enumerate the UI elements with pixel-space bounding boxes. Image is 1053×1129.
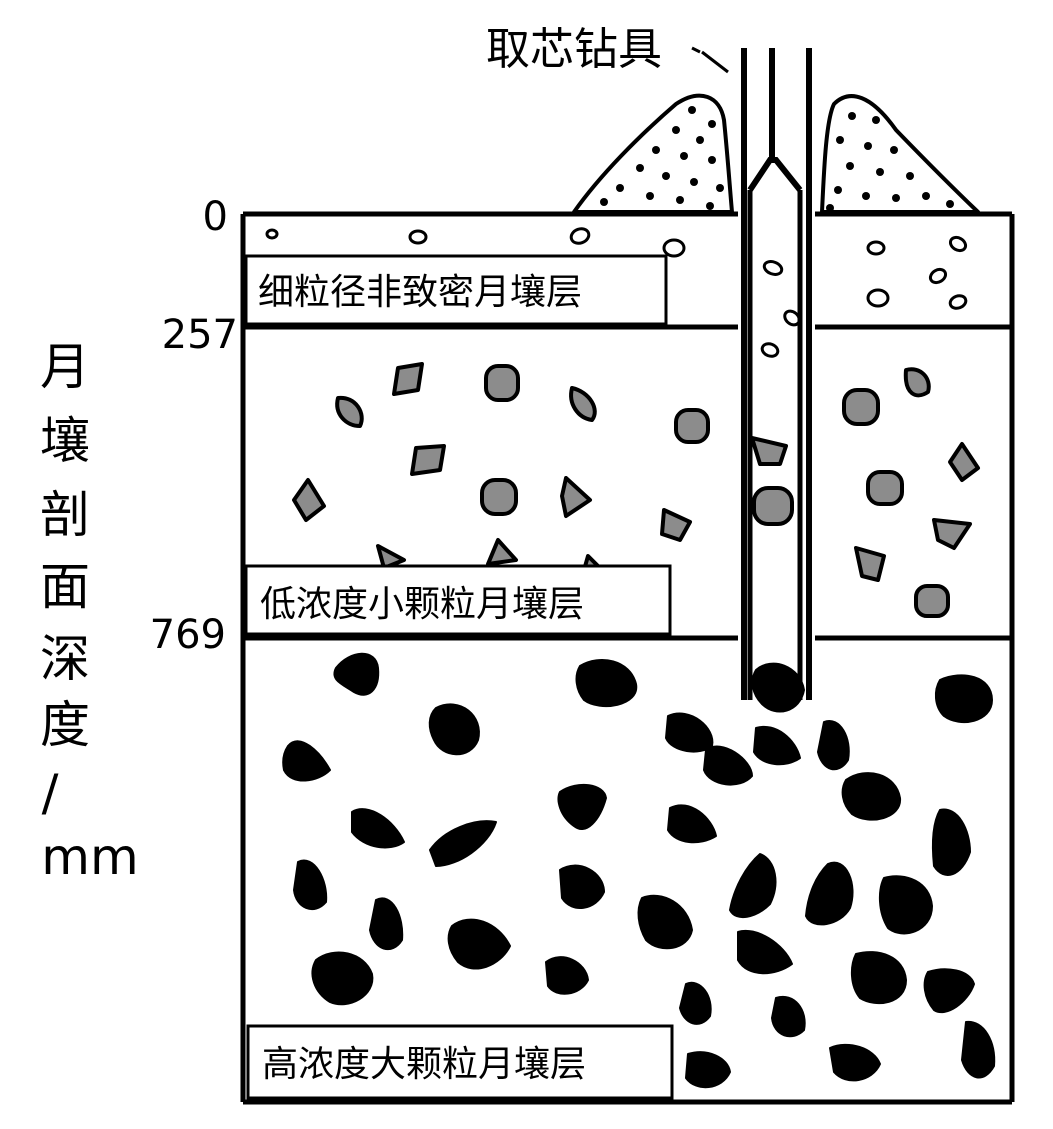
y-axis-char-5: 深 [40, 630, 90, 688]
y-axis-char-6: 度 [40, 696, 90, 754]
small-gray-particles [292, 362, 980, 618]
y-axis-char-2: 壤 [40, 412, 90, 470]
depth-tick-769: 769 [150, 612, 226, 658]
y-axis-char-8: mm [41, 828, 138, 886]
y-axis-char-1: 月 [40, 338, 90, 396]
core-drill [691, 46, 812, 700]
layer-3-label-box [246, 1024, 674, 1100]
depth-tick-257: 257 [162, 312, 238, 358]
depth-tick-0: 0 [203, 194, 228, 240]
layer-3-label: 高浓度大颗粒月壤层 [262, 1044, 586, 1085]
layer-2-label: 低浓度小颗粒月壤层 [260, 584, 584, 625]
layer-1-label-box [244, 254, 668, 326]
y-axis-char-3: 剖 [40, 486, 90, 544]
ejecta-dots [600, 106, 954, 212]
y-axis-char-7: / [42, 764, 59, 822]
layer-2-label-box [244, 564, 672, 636]
y-axis-char-4: 面 [40, 558, 90, 616]
soil-profile-frame [240, 211, 1015, 1105]
fine-grain-particles [265, 227, 968, 358]
right-ejecta-pile [820, 94, 980, 214]
large-black-particles [282, 652, 996, 1088]
layer-1-label: 细粒径非致密月壤层 [258, 272, 582, 313]
core-drill-label: 取芯钻具 [486, 24, 662, 75]
y-axis-label: 月 壤 剖 面 深 度 / mm [40, 338, 139, 886]
